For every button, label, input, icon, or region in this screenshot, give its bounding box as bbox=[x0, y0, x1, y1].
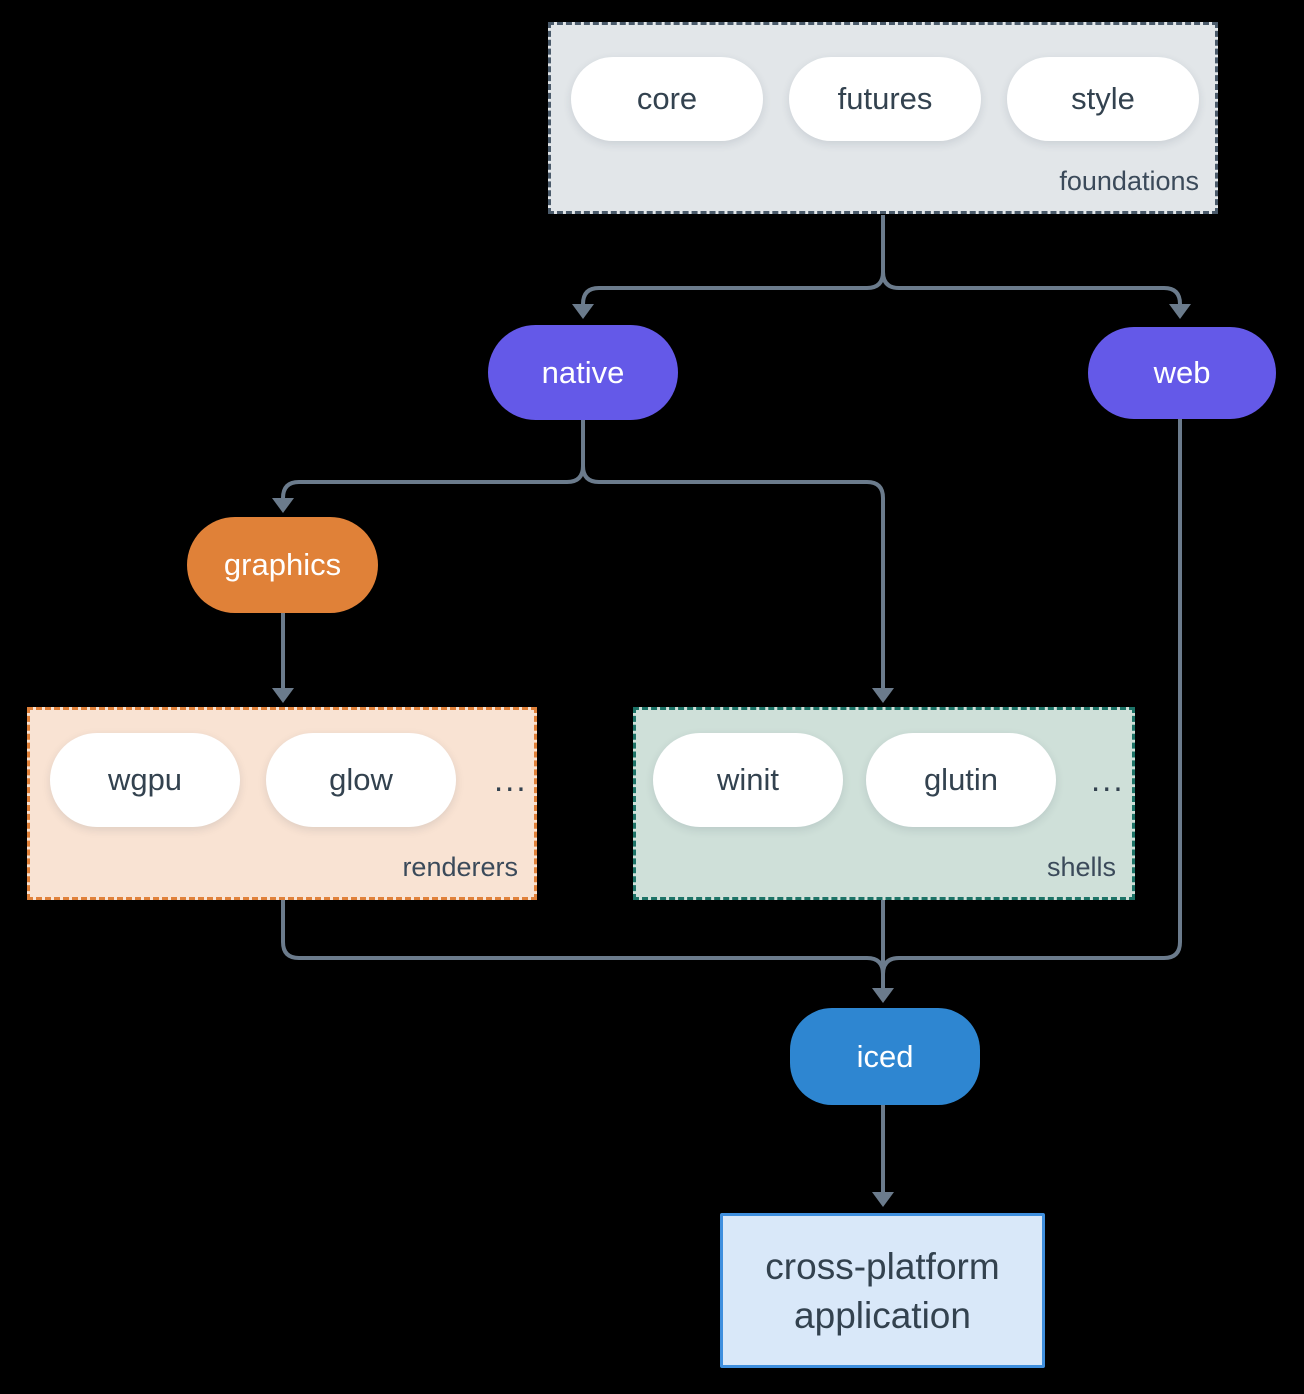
node-style: style bbox=[1007, 57, 1199, 141]
arrowhead-iced bbox=[872, 988, 894, 1003]
application-label-line1: cross-platform bbox=[765, 1245, 1000, 1287]
group-renderers: wgpu glow ... renderers bbox=[27, 707, 537, 900]
group-shells: winit glutin ... shells bbox=[633, 707, 1135, 900]
shells-label: shells bbox=[1046, 852, 1116, 882]
arrowhead-web bbox=[1169, 304, 1191, 319]
node-cross-platform-application: cross-platform application bbox=[720, 1213, 1045, 1368]
edge-renderers-iced bbox=[281, 900, 885, 975]
arrowhead-application bbox=[872, 1192, 894, 1207]
node-futures: futures bbox=[789, 57, 981, 141]
renderers-label: renderers bbox=[402, 852, 518, 882]
renderers-pills: wgpu glow ... bbox=[30, 710, 534, 827]
node-glow: glow bbox=[266, 733, 456, 827]
foundations-pills: core futures style bbox=[551, 25, 1215, 141]
edge-foundations-web bbox=[881, 215, 1182, 305]
node-iced: iced bbox=[790, 1008, 980, 1105]
edge-native-graphics bbox=[281, 420, 585, 499]
node-native: native bbox=[488, 325, 678, 420]
renderers-ellipsis: ... bbox=[494, 761, 528, 798]
group-foundations: core futures style foundations bbox=[548, 22, 1218, 214]
arrowhead-renderers bbox=[272, 688, 294, 703]
node-glutin: glutin bbox=[866, 733, 1056, 827]
shells-pills: winit glutin ... bbox=[636, 710, 1132, 827]
arrowhead-native bbox=[572, 304, 594, 319]
node-winit: winit bbox=[653, 733, 843, 827]
application-label-line2: application bbox=[794, 1294, 971, 1336]
foundations-label: foundations bbox=[1059, 166, 1199, 196]
node-graphics: graphics bbox=[187, 517, 378, 613]
edge-native-shells bbox=[581, 420, 885, 688]
arrowhead-graphics bbox=[272, 498, 294, 513]
edge-foundations-native bbox=[581, 215, 885, 305]
node-web: web bbox=[1088, 327, 1276, 419]
node-core: core bbox=[571, 57, 763, 141]
shells-ellipsis: ... bbox=[1091, 761, 1125, 798]
arrowhead-shells bbox=[872, 688, 894, 703]
node-wgpu: wgpu bbox=[50, 733, 240, 827]
